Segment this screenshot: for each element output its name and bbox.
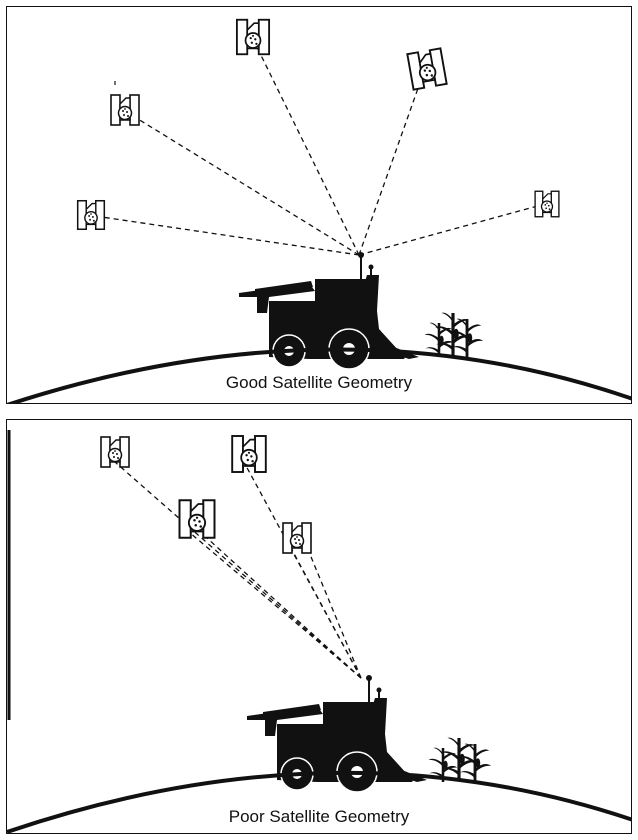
satellite-icon [110,94,140,126]
satellite-icon [100,436,130,468]
satellite-icon [231,435,267,473]
earth-horizon [7,770,631,833]
satellite-icon [76,199,106,231]
satellite-icon [282,522,312,554]
satellite-icon [235,18,271,56]
good-geometry-illustration [7,18,631,403]
satellite-icon [406,47,448,91]
satellite-icon [534,190,560,218]
poor-geometry-illustration [7,430,631,833]
panel-caption: Poor Satellite Geometry [228,807,410,826]
signal-lines [114,461,362,679]
signal-lines [94,38,542,256]
panel-caption: Good Satellite Geometry [225,373,413,392]
satellite-icon [178,499,216,539]
panel-poor-geometry: Poor Satellite Geometry [6,419,632,834]
corn-plant-icon [427,736,493,784]
corn-plant-icon [423,311,485,359]
earth-horizon [7,347,631,403]
panel-good-geometry: Good Satellite Geometry [6,6,632,404]
